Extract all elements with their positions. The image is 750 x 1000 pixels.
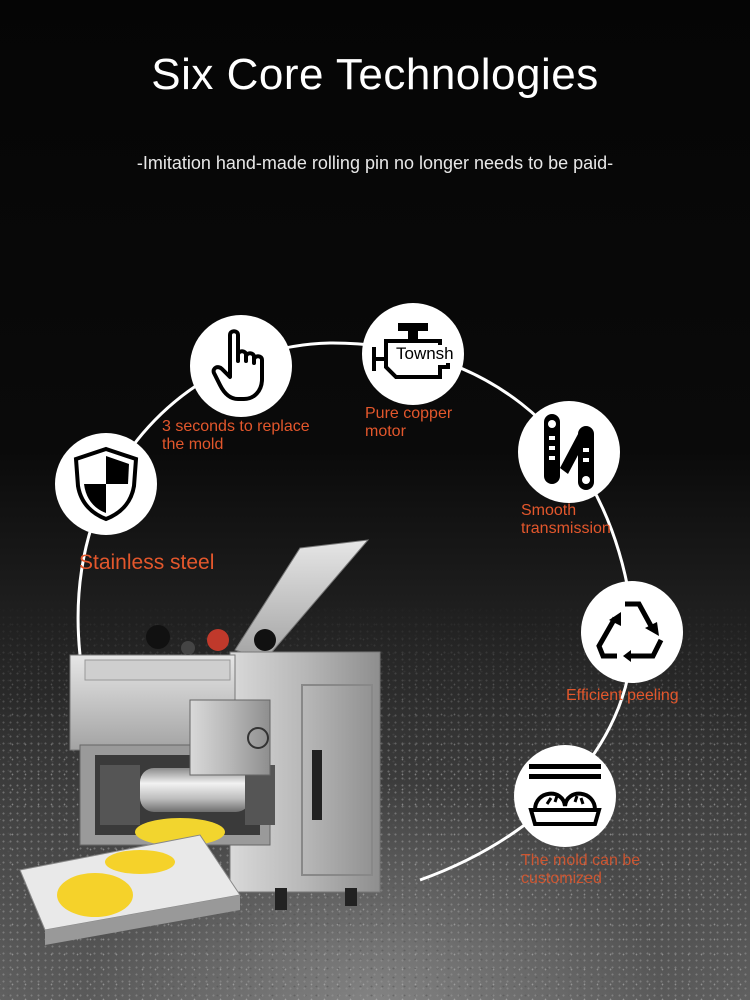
feature-mold-replace-label: 3 seconds to replace the mold — [162, 418, 310, 453]
hand-pointer-icon — [211, 329, 264, 401]
feature-peeling-circle — [581, 581, 683, 683]
feature-copper-motor-label: Pure copper motor — [365, 405, 453, 440]
feature-mold-custom-label: The mold can be customized — [521, 852, 641, 887]
feature-mold-custom-circle — [514, 745, 616, 847]
feature-copper-motor-circle: Townsh — [362, 303, 464, 405]
feature-stainless-steel-circle — [55, 433, 157, 535]
feature-transmission-circle — [518, 401, 620, 503]
feature-transmission-label: Smooth transmission — [521, 502, 611, 537]
shield-icon — [73, 446, 139, 522]
gear-transmission-icon — [544, 414, 594, 490]
engine-icon-text: Townsh — [396, 344, 454, 363]
feature-mold-replace-circle — [190, 315, 292, 417]
mold-icon — [528, 764, 602, 826]
page-title: Six Core Technologies — [151, 50, 599, 99]
feature-peeling-label: Efficient peeling — [566, 687, 679, 704]
recycle-icon — [596, 601, 664, 662]
page-subtitle: -Imitation hand-made rolling pin no long… — [136, 153, 614, 173]
feature-stainless-steel-label: Stainless steel — [79, 551, 215, 574]
